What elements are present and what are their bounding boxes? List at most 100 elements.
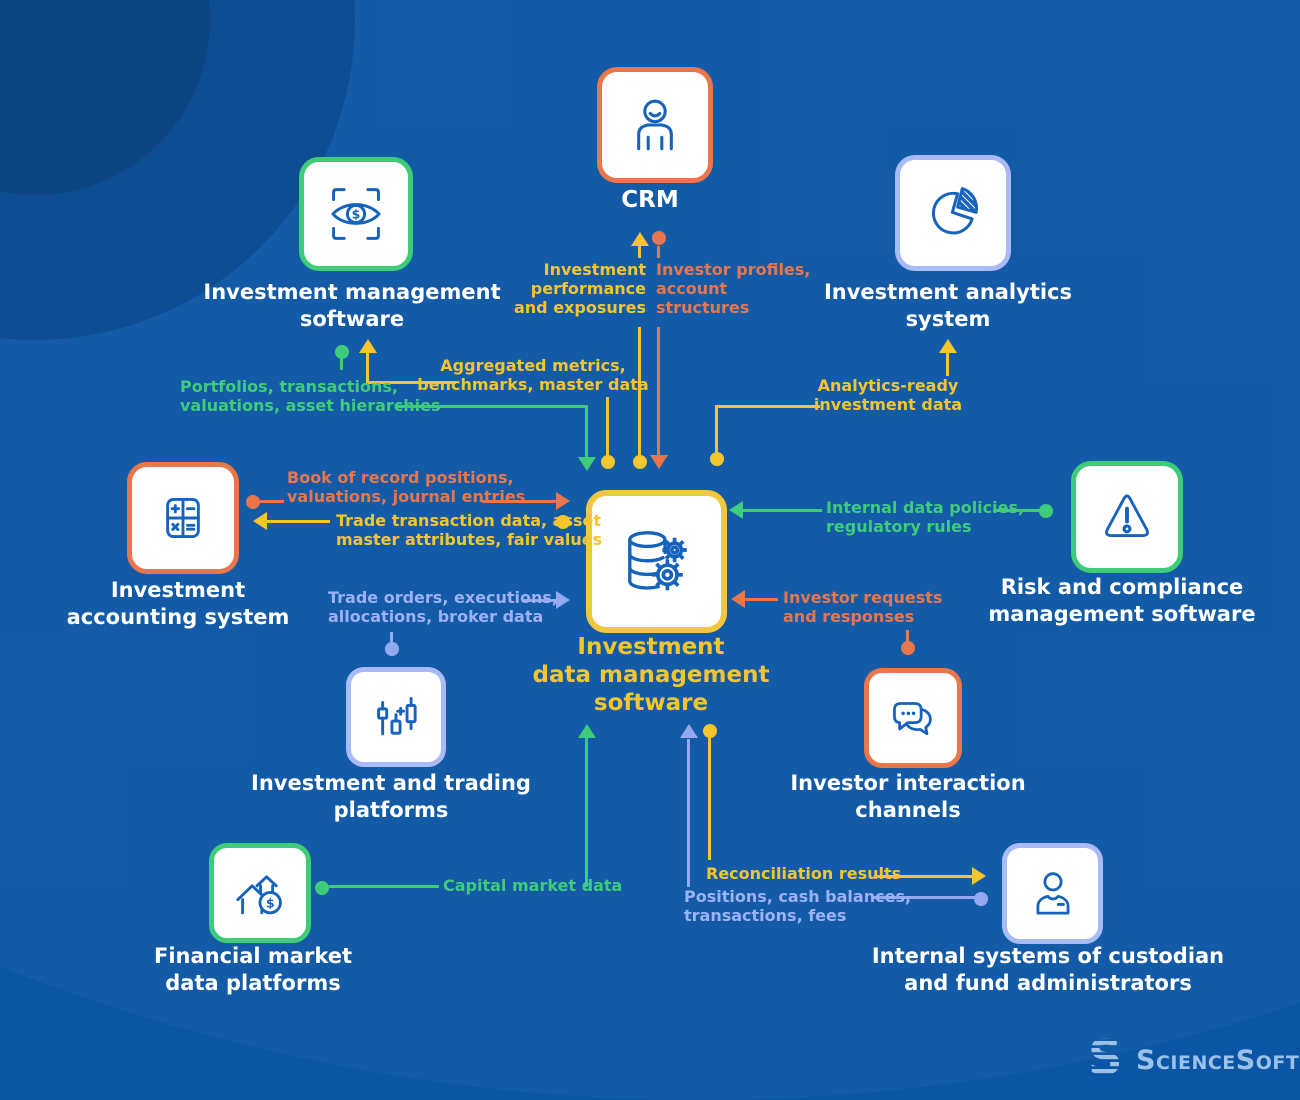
arrow-up-icon: [631, 232, 649, 246]
connector-line: [396, 405, 588, 408]
flow-label-capital: Capital market data: [443, 876, 623, 895]
chat-bubbles-icon: [884, 689, 942, 747]
connector-line: [367, 381, 456, 384]
connector-endpoint-dot: [703, 724, 717, 738]
connector-line: [524, 599, 558, 602]
node-risk: [1071, 461, 1183, 573]
node-financial: $: [209, 843, 311, 943]
growth-dollar-icon: $: [230, 863, 290, 923]
connector-endpoint-dot: [974, 892, 988, 906]
database-gears-icon: [617, 522, 697, 602]
connector-line: [993, 509, 1041, 512]
connector-line: [946, 352, 949, 376]
connector-endpoint-dot: [633, 455, 647, 469]
connector-line: [638, 327, 641, 457]
node-label-trading: Investment and trading platforms: [251, 771, 531, 822]
node-channels: [864, 668, 962, 768]
connector-line: [340, 357, 343, 370]
arrow-right-icon: [556, 492, 570, 510]
svg-text:$: $: [266, 895, 275, 910]
connector-line: [874, 875, 974, 878]
sciencesoft-logo-text: ScienceSoft: [1136, 1044, 1300, 1076]
connector-line: [744, 598, 778, 601]
connector-endpoint-dot: [556, 515, 570, 529]
arrow-up-icon: [359, 339, 377, 353]
flow-label-trade-transaction: Trade transaction data, asset master att…: [336, 511, 603, 550]
node-label-analytics: Investment analytics system: [823, 280, 1073, 331]
flow-label-trade-orders: Trade orders, executions, allocations, b…: [328, 588, 558, 627]
connector-endpoint-dot: [335, 345, 349, 359]
connector-line: [585, 737, 588, 887]
arrow-up-icon: [939, 339, 957, 353]
arrow-right-icon: [556, 591, 570, 609]
node-investment-management: $: [299, 157, 413, 271]
node-trading: [346, 667, 446, 767]
arrow-left-icon: [731, 590, 745, 608]
flow-label-positions: Positions, cash balances, transactions, …: [684, 887, 912, 926]
arrow-left-icon: [729, 501, 743, 519]
person-badge-icon: [1024, 865, 1082, 923]
connector-line: [260, 500, 284, 503]
warning-triangle-icon: [1095, 485, 1159, 549]
arrow-up-icon: [680, 724, 698, 738]
connector-endpoint-dot: [385, 642, 399, 656]
svg-text:S: S: [1088, 1034, 1123, 1082]
node-label-center-idm: Investment data management software: [532, 634, 770, 717]
connector-endpoint-dot: [246, 495, 260, 509]
connector-line: [366, 352, 369, 383]
connector-line: [715, 405, 718, 454]
node-analytics: [895, 155, 1011, 271]
connector-line: [687, 739, 690, 887]
connector-line: [638, 246, 641, 258]
connector-line: [266, 520, 330, 523]
connector-line: [390, 632, 393, 644]
connector-endpoint-dot: [601, 455, 615, 469]
connector-endpoint-dot: [901, 641, 915, 655]
arrow-down-icon: [650, 455, 668, 469]
connector-line: [872, 896, 976, 899]
connector-line: [742, 509, 822, 512]
flow-label-book: Book of record positions, valuations, jo…: [287, 468, 526, 507]
connector-line: [657, 327, 660, 455]
flow-label-portfolios: Portfolios, transactions, valuations, as…: [180, 377, 441, 416]
flow-label-profiles: Investor profiles, account structures: [656, 260, 811, 318]
node-label-investment-management: Investment management software: [203, 280, 501, 331]
eye-dollar-icon: $: [323, 181, 389, 247]
candlestick-icon: [367, 688, 425, 746]
connector-line: [606, 397, 609, 457]
connector-endpoint-dot: [710, 452, 724, 466]
person-smile-icon: [621, 91, 689, 159]
connector-endpoint-dot: [652, 231, 666, 245]
arrow-right-icon: [972, 867, 986, 885]
connector-line: [482, 500, 558, 503]
sciencesoft-logo-icon: S: [1088, 1030, 1128, 1086]
node-label-custodian: Internal systems of custodian and fund a…: [871, 944, 1225, 995]
arrow-up-icon: [578, 724, 596, 738]
arrow-left-icon: [253, 512, 267, 530]
node-custodian: [1002, 843, 1103, 944]
calculator-icon: [151, 486, 215, 550]
connector-line: [657, 246, 660, 258]
sciencesoft-logo: S ScienceSoft: [1088, 1030, 1300, 1086]
node-label-risk: Risk and compliance management software: [988, 575, 1256, 626]
svg-text:$: $: [352, 207, 361, 222]
connector-line: [716, 405, 820, 408]
flow-label-performance: Investment performance and exposures: [513, 260, 646, 318]
node-label-channels: Investor interaction channels: [790, 771, 1026, 822]
connector-endpoint-dot: [315, 881, 329, 895]
node-label-accounting: Investment accounting system: [66, 578, 290, 629]
node-label-crm: CRM: [621, 187, 679, 213]
flow-label-analytics-ready: Analytics-ready investment data: [813, 376, 963, 415]
flow-label-requests: Investor requests and responses: [783, 588, 943, 627]
connector-endpoint-dot: [1039, 504, 1053, 518]
flow-label-reconciliation: Reconciliation results: [706, 864, 902, 883]
connector-line: [906, 630, 909, 643]
node-label-financial: Financial market data platforms: [153, 944, 353, 995]
connector-line: [329, 885, 439, 888]
pie-chart-icon: [920, 180, 986, 246]
node-crm: [597, 67, 713, 183]
arrow-down-icon: [578, 457, 596, 471]
connector-line: [708, 738, 711, 860]
connector-line: [585, 405, 588, 457]
